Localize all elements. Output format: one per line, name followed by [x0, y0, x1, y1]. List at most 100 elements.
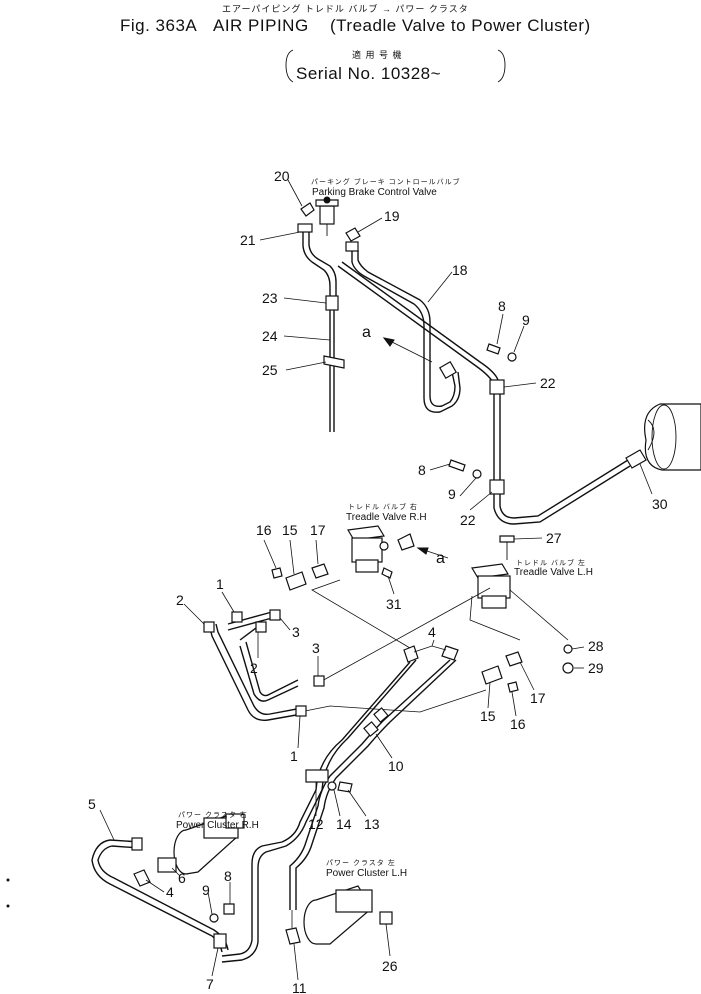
pipe-to-tank-b [499, 459, 629, 519]
part-number: 1 [216, 576, 224, 592]
part-number: 15 [480, 708, 496, 724]
fitting-18 [345, 241, 359, 252]
guide-line-1 [311, 579, 411, 649]
part-number: 19 [384, 208, 400, 224]
tube-2-inner-b [239, 645, 299, 702]
centerline-lh [509, 589, 569, 641]
part-number: 8 [498, 298, 506, 314]
leader-8-mid [429, 463, 451, 471]
part-number: 9 [202, 882, 210, 898]
leader-30 [639, 463, 653, 495]
leader-15-lh [487, 681, 491, 709]
treadle-valve-lh-shape [471, 563, 511, 609]
fitting-7-shape [213, 933, 227, 949]
part-number: 27 [546, 530, 562, 546]
screw-31-shape [381, 567, 393, 579]
bolt-8-mid-shape [448, 459, 466, 472]
parking-valve-label-jp: パーキング ブレーキ コントロールバルブ [311, 179, 461, 186]
leader-4-lower [145, 879, 165, 893]
serial-bracket-left [285, 49, 294, 83]
part-number: 21 [240, 232, 256, 248]
leader-8-upper [496, 313, 504, 345]
leader-1-lower [297, 715, 301, 749]
serial-bracket-right [497, 49, 506, 83]
part-number: 29 [588, 660, 604, 676]
view-mark-a-upper: a [362, 324, 371, 341]
figure-title: AIR PIPING [213, 16, 309, 35]
cluster-lh-label-en: Power Cluster L.H [326, 868, 408, 879]
treadle-rh-label-jp: トレドル バルブ 右 [348, 504, 418, 511]
washer-9-upper-shape [507, 352, 517, 362]
leader-16-rh [263, 539, 277, 569]
part-number: 1 [290, 748, 298, 764]
part-number: 31 [386, 596, 402, 612]
fitting-3-lower-shape [313, 675, 325, 687]
part-number: 11 [292, 980, 307, 994]
part-number: 20 [274, 168, 290, 184]
fitting-18-end [438, 360, 458, 380]
leader-14 [333, 789, 341, 817]
elbow-4-right-shape [441, 645, 459, 661]
part-number: 25 [262, 362, 278, 378]
leader-25 [285, 361, 327, 371]
fitting-1-lower-shape [295, 705, 307, 717]
part-number: 8 [224, 868, 232, 884]
part-number: 9 [522, 312, 530, 328]
leader-18 [427, 271, 453, 303]
leader-4 [413, 645, 447, 653]
clip-25-shape [323, 355, 345, 369]
part-number: 4 [166, 884, 174, 900]
pipe-to-tank [493, 465, 631, 525]
leader-26 [385, 923, 391, 957]
air-tank-shape [644, 403, 701, 471]
leader-9-lower [207, 891, 213, 915]
leader-20 [287, 179, 303, 207]
fitting-2-shape [255, 621, 267, 633]
part-number: 2 [176, 592, 184, 608]
figure-subtitle: (Treadle Valve to Power Cluster) [330, 16, 591, 35]
part-number: 23 [262, 290, 278, 306]
elbow-11-shape [285, 927, 301, 945]
connector-23-shape [325, 295, 339, 311]
leader-17-lh [519, 661, 535, 691]
treadle-rh-fitting [397, 533, 415, 551]
japanese-title: エアーパイピング トレドル バルブ → パワー クラスタ [222, 4, 469, 14]
fitting-21 [297, 223, 313, 233]
part-number: 10 [388, 758, 404, 774]
tube-2-outer-b [215, 623, 303, 716]
leader-4-top [431, 639, 435, 647]
block-6-shape [157, 857, 177, 873]
part-number: 7 [206, 976, 214, 992]
treadle-rh-label-en: Treadle Valve R.H [346, 512, 427, 523]
tube-21-outer [308, 230, 337, 296]
leader-21 [259, 231, 301, 241]
cluster-lh-label-jp: パワー クラスタ 左 [326, 860, 396, 867]
leader-15-rh [289, 539, 295, 575]
part-number: 12 [308, 816, 324, 832]
clamp-12-shape [305, 769, 329, 783]
bolt-8-upper-shape [486, 343, 501, 355]
bolt-8-lower-shape [223, 903, 235, 915]
leader-19 [357, 217, 383, 233]
part-number: 3 [292, 624, 300, 640]
parking-valve-label-en: Parking Brake Control Valve [312, 187, 437, 198]
washer-28-shape [563, 644, 573, 654]
elbow-20-shape [300, 202, 315, 217]
fitting-3-upper-shape [269, 609, 281, 621]
fitting-10-left [363, 721, 379, 737]
cluster-rh-label-jp: パワー クラスタ 右 [178, 812, 248, 819]
leader-23 [283, 297, 327, 304]
part-number: 28 [588, 638, 604, 654]
part-number: 16 [510, 716, 526, 732]
fitting-1-upper-shape [231, 611, 243, 623]
leader-3-upper [279, 617, 291, 631]
washer-14-shape [327, 781, 337, 791]
leader-13 [347, 789, 367, 817]
part-number: 15 [282, 522, 298, 538]
leader-22-lower [469, 491, 493, 511]
tube-18 [351, 250, 461, 413]
part-number: 4 [428, 624, 436, 640]
tube-10-b-b [295, 659, 457, 910]
part-number: 16 [256, 522, 272, 538]
